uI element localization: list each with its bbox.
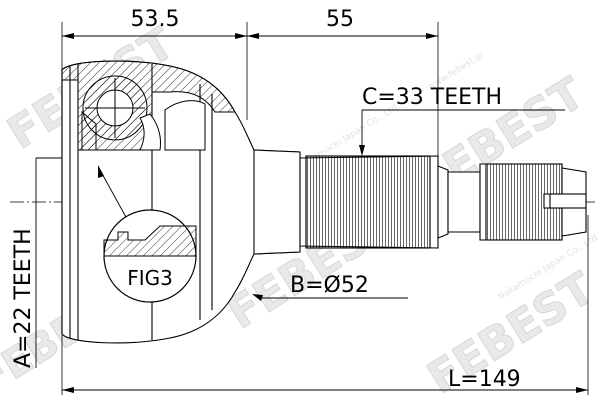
b-diameter-callout: B=Ø52: [252, 273, 408, 301]
total-length-label: L=149: [448, 367, 521, 392]
a-spline-label: A=22 TEETH: [11, 228, 36, 368]
housing-length-label: 53.5: [131, 7, 180, 32]
extension-lines: [61, 22, 589, 395]
dimension-total-length: L=149: [62, 367, 588, 393]
c-spline-label: C=33 TEETH: [362, 85, 502, 110]
c-spline-callout: C=33 TEETH: [359, 85, 565, 156]
dimension-housing-length: 53.5: [62, 7, 247, 39]
dimension-shaft-length: 55: [247, 7, 438, 39]
a-spline-callout: A=22 TEETH: [11, 155, 82, 368]
figure-label: FIG3: [127, 266, 173, 290]
stub-shaft: [253, 149, 587, 255]
shaft-length-label: 55: [326, 7, 354, 32]
fig3-callout: FIG3: [98, 165, 197, 303]
inner-race: [81, 75, 161, 151]
b-diameter-label: B=Ø52: [290, 273, 369, 298]
